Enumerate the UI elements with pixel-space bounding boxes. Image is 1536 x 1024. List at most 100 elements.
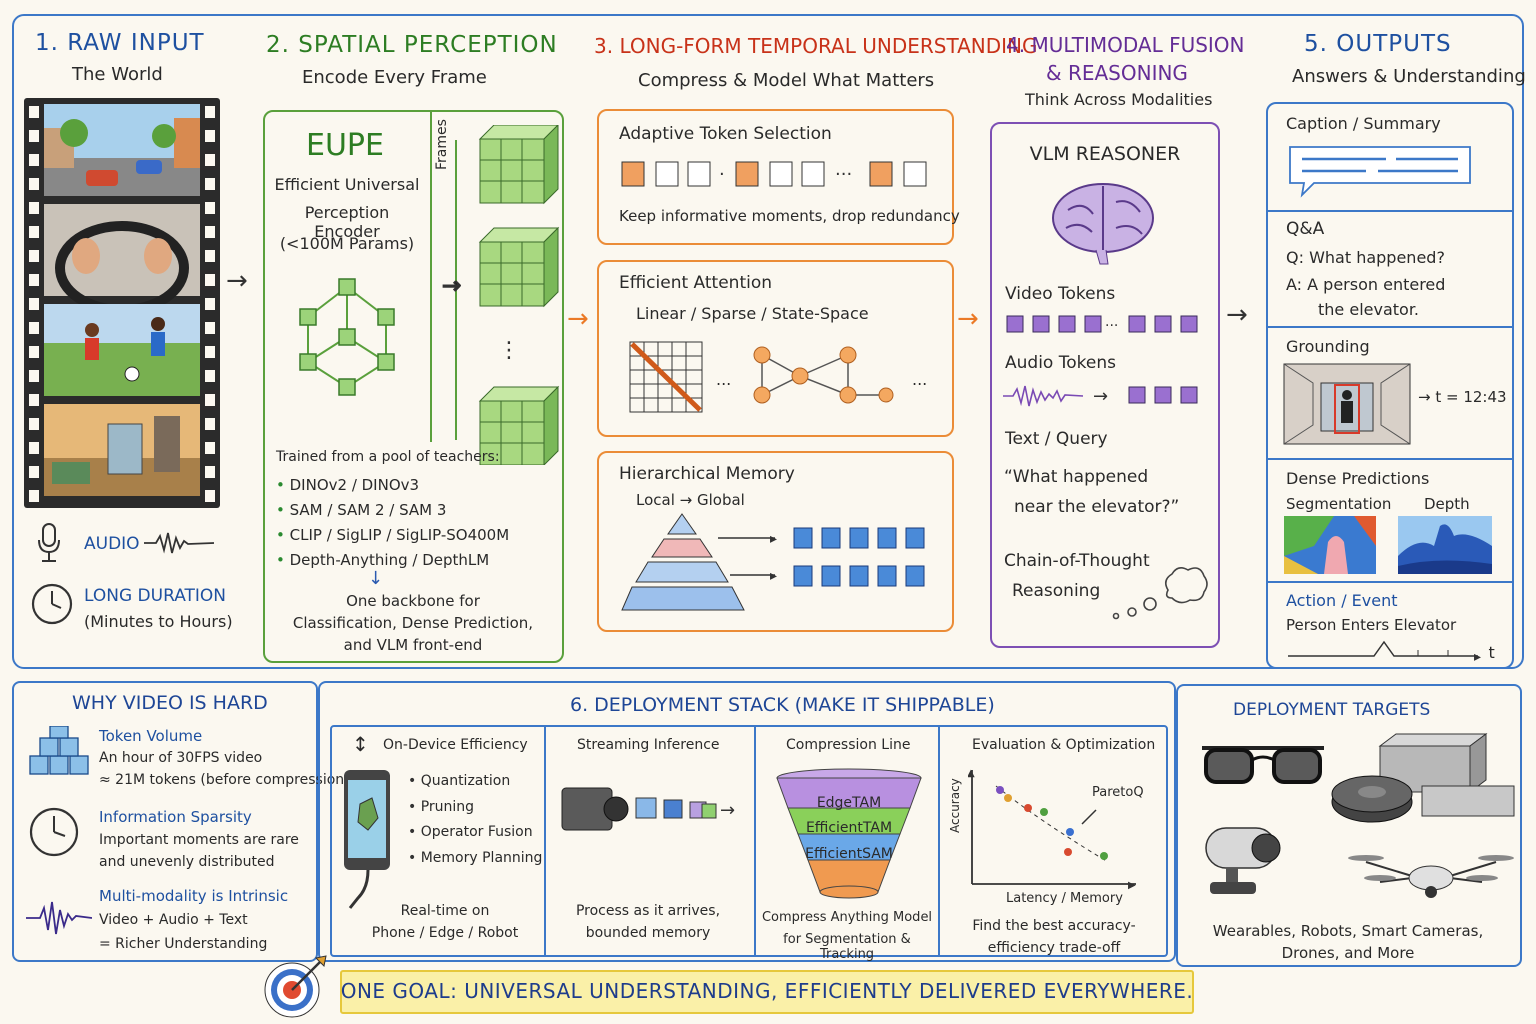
s4-subtitle: Think Across Modalities <box>1025 90 1213 109</box>
frames-divider <box>430 112 432 442</box>
s6-inner-panel <box>330 725 1168 957</box>
targets-footer-1: Wearables, Robots, Smart Cameras, <box>1212 922 1484 940</box>
brain-icon <box>1048 180 1158 270</box>
attention-grid-icon <box>628 340 708 418</box>
up-down-arrow-icon: ↕ <box>352 732 369 756</box>
qa-title: Q&A <box>1286 219 1325 239</box>
eo-title: Evaluation & Optimization <box>972 737 1156 753</box>
clock-icon <box>28 806 80 862</box>
divider <box>1268 326 1512 328</box>
s2-panel <box>263 110 564 663</box>
s4-title-2: & REASONING <box>1046 61 1188 85</box>
qa-answer-2: the elevator. <box>1318 300 1420 319</box>
backbone-line-1: One backbone for <box>346 592 480 610</box>
thought-cloud-icon <box>1110 562 1210 628</box>
qa-answer-1: A: A person entered <box>1286 275 1446 294</box>
eo-paretoq: ParetoQ <box>1092 785 1144 800</box>
goal-banner <box>340 970 1194 1014</box>
hm-subtitle: Local → Global <box>636 491 745 509</box>
compression-funnel <box>774 768 924 904</box>
streaming-camera-icon: → <box>556 776 750 850</box>
s2-title: 2. SPATIAL PERCEPTION <box>266 32 558 58</box>
phone-icon <box>338 768 398 922</box>
caption-bubble <box>1286 143 1476 203</box>
drone-icon <box>1346 848 1516 912</box>
svg-text:▲: ▲ <box>968 768 975 779</box>
why-item-line: ≈ 21M tokens (before compression) <box>99 772 350 788</box>
frame-cubes: → → → ⋮ <box>440 123 560 502</box>
film-strip-art <box>29 104 215 502</box>
s6-outer-panel <box>318 681 1176 962</box>
si-title: Streaming Inference <box>577 737 720 753</box>
graph-network-icon <box>290 272 410 406</box>
audio-tokens-label: Audio Tokens <box>1005 353 1116 373</box>
divider <box>544 727 546 955</box>
arrow-4-5: → <box>1226 300 1248 330</box>
cot-line-1: Chain-of-Thought <box>1004 551 1150 571</box>
video-token-row: ··· <box>1005 314 1205 340</box>
svg-text:→: → <box>720 800 735 821</box>
text-query-label: Text / Query <box>1005 429 1108 449</box>
ode-item: Pruning <box>408 795 542 821</box>
ea-ellipsis-1: ... <box>716 370 732 389</box>
eo-footer-2: efficiency trade-off <box>987 940 1121 956</box>
ode-footer-2: Phone / Edge / Robot <box>371 925 519 941</box>
teacher-item: DINOv2 / DINOv3 <box>276 473 509 498</box>
divider <box>1268 458 1512 460</box>
why-item-head: Information Sparsity <box>99 808 252 826</box>
film-strip <box>24 98 220 508</box>
targets-footer-2: Drones, and More <box>1281 944 1415 962</box>
cl-footer-1: Compress Anything Model <box>761 910 933 925</box>
dense-depth-label: Depth <box>1424 495 1470 513</box>
s1-long-duration-sub: (Minutes to Hours) <box>84 612 233 631</box>
goal-text: ONE GOAL: UNIVERSAL UNDERSTANDING, EFFIC… <box>340 979 1194 1003</box>
svg-text:·: · <box>719 164 725 185</box>
s1-subtitle: The World <box>72 64 163 85</box>
svg-text:→: → <box>1093 386 1108 407</box>
divider <box>1268 581 1512 583</box>
ode-item: Memory Planning <box>408 846 543 872</box>
eo-ylabel: Accuracy <box>948 778 962 833</box>
backbone-line-3: and VLM front-end <box>343 636 483 654</box>
why-item-head: Token Volume <box>99 727 203 745</box>
action-desc: Person Enters Elevator <box>1286 616 1457 634</box>
eo-footer-1: Find the best accuracy- <box>972 918 1136 934</box>
video-tokens-label: Video Tokens <box>1005 284 1116 304</box>
s1-audio-label: AUDIO <box>84 534 140 554</box>
cubes-stack-icon <box>26 725 92 786</box>
s6-title: 6. DEPLOYMENT STACK (MAKE IT SHIPPABLE) <box>570 694 995 716</box>
action-t-label: → t <box>1470 643 1495 662</box>
cl-tier: EfficientSAM <box>805 846 893 862</box>
ats-token-row: · ··· <box>620 160 940 194</box>
ea-ellipsis-2: ... <box>912 370 928 389</box>
query-quote-1: “What happened <box>1004 467 1149 487</box>
s4-panel <box>990 122 1220 648</box>
robot-vacuum-icon <box>1330 732 1520 832</box>
vlm-title: VLM REASONER <box>1029 143 1181 165</box>
dense-seg-label: Segmentation <box>1286 495 1392 513</box>
why-item-line: and unevenly distributed <box>99 854 275 870</box>
why-item-line: Important moments are rare <box>99 832 299 848</box>
hm-title: Hierarchical Memory <box>619 464 795 484</box>
backbone-line-2: Classification, Dense Prediction, <box>292 614 534 632</box>
svg-text:···: ··· <box>835 164 852 185</box>
hm-panel <box>597 451 954 632</box>
ode-title: On-Device Efficiency <box>383 737 528 753</box>
teachers-down-arrow: ↓ <box>368 568 384 589</box>
why-item-line: An hour of 30FPS video <box>99 750 263 766</box>
svg-text:▸: ▸ <box>1474 649 1481 662</box>
teachers-list: DINOv2 / DINOv3 SAM / SAM 2 / SAM 3 CLIP… <box>276 473 510 573</box>
teacher-item: SAM / SAM 2 / SAM 3 <box>276 498 509 523</box>
arrow-3-4: → <box>957 304 979 334</box>
svg-text:→: → <box>442 274 460 299</box>
frames-down-arrow <box>455 140 457 440</box>
eupe-desc-1: Efficient Universal <box>274 175 420 194</box>
ode-item: Quantization <box>408 769 542 795</box>
clock-icon <box>30 582 74 630</box>
arrow-1-2: → <box>226 266 248 296</box>
waveform-icon <box>144 530 215 560</box>
sparse-graph-icon <box>748 340 898 414</box>
cl-tier: EfficientTAM <box>805 820 893 836</box>
targets-panel <box>1176 684 1522 967</box>
teacher-item: Depth-Anything / DepthLM <box>276 548 509 573</box>
